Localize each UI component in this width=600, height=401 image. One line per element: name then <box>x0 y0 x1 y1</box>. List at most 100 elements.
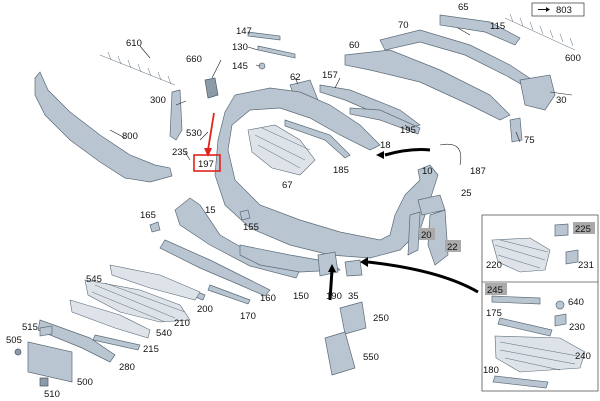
label-600: 600 <box>565 53 581 64</box>
label-130: 130 <box>232 42 248 53</box>
label-187: 187 <box>470 166 486 177</box>
part-660-sensor <box>204 77 219 99</box>
label-18: 18 <box>380 140 391 151</box>
part-540-grille <box>69 299 151 339</box>
part-67-grille-opening <box>247 124 316 176</box>
label-65: 65 <box>458 2 469 13</box>
part-187-wire <box>439 143 462 166</box>
label-195: 195 <box>400 125 416 136</box>
label-610: 610 <box>126 38 142 49</box>
part-185-bar <box>284 119 351 159</box>
label-803: 803 <box>556 5 572 16</box>
part-250-insert <box>339 301 367 335</box>
part-labels: 610 660 147 130 145 70 65 115 600 60 300… <box>6 2 594 400</box>
pointer-arrow-190 <box>328 269 334 301</box>
label-155: 155 <box>243 222 259 233</box>
label-660: 660 <box>186 54 202 65</box>
part-165-clip <box>149 221 161 233</box>
label-160: 160 <box>260 293 276 304</box>
inset-detail-box <box>481 214 599 392</box>
label-170: 170 <box>240 311 256 322</box>
part-30-bracket <box>519 74 556 111</box>
highlight-box-197 <box>193 154 221 172</box>
label-231: 231 <box>578 260 594 271</box>
part-10-bumper-cover <box>214 87 439 259</box>
label-180: 180 <box>483 365 499 376</box>
label-640: 640 <box>568 297 584 308</box>
part-800-side-trim <box>34 71 173 183</box>
label-515: 515 <box>22 322 38 333</box>
label-165: 165 <box>140 210 156 221</box>
label-115: 115 <box>490 21 505 32</box>
label-230: 230 <box>569 322 585 333</box>
label-530: 530 <box>186 128 202 139</box>
part-550-trim <box>324 331 356 376</box>
part-610-bracket <box>99 51 176 86</box>
shade-245 <box>485 283 507 295</box>
label-190: 190 <box>326 291 342 302</box>
part-180-strip <box>492 375 549 389</box>
part-130-strip <box>257 45 296 59</box>
part-510-screw <box>39 377 49 387</box>
part-220-grille <box>491 237 551 273</box>
label-157: 157 <box>322 70 338 81</box>
part-60-absorber <box>344 49 511 121</box>
part-147-clip <box>247 31 281 41</box>
part-640-sensor <box>555 300 565 310</box>
label-70: 70 <box>398 20 409 31</box>
part-35-clip <box>344 259 363 277</box>
part-515-bracket <box>39 325 53 337</box>
label-145: 145 <box>232 61 248 72</box>
highlight-arrow <box>207 112 215 151</box>
label-550: 550 <box>363 352 379 363</box>
label-60: 60 <box>349 40 360 51</box>
reference-arrow-803[interactable]: 803 <box>531 2 585 17</box>
label-185: 185 <box>333 165 349 176</box>
label-220: 220 <box>486 260 502 271</box>
label-215: 215 <box>143 344 159 355</box>
label-500: 500 <box>77 377 93 388</box>
label-197: 197 <box>198 159 214 170</box>
label-245: 245 <box>487 285 503 296</box>
label-200: 200 <box>197 304 213 315</box>
label-235: 235 <box>172 147 188 158</box>
part-545-grille <box>84 279 191 323</box>
label-510: 510 <box>44 389 60 400</box>
label-75: 75 <box>524 135 535 146</box>
shade-225 <box>573 222 595 234</box>
label-35: 35 <box>348 291 359 302</box>
label-25: 25 <box>461 188 472 199</box>
label-250: 250 <box>373 313 389 324</box>
part-75-bracket <box>509 117 523 143</box>
part-225-clip <box>554 223 569 237</box>
part-210-grille <box>109 264 201 301</box>
part-230-clip <box>554 313 567 327</box>
shade-22 <box>445 240 461 252</box>
part-600-bracket <box>504 13 576 51</box>
shade-20 <box>419 228 435 240</box>
label-175: 175 <box>486 308 502 319</box>
label-67: 67 <box>282 180 293 191</box>
part-160-lower-trim <box>159 239 271 297</box>
part-215-strip <box>92 334 141 351</box>
part-505-screw <box>14 348 22 356</box>
part-245-bracket <box>491 295 541 305</box>
part-500-license-plate <box>27 341 73 383</box>
part-280-lower-bar <box>37 319 116 363</box>
label-15: 15 <box>205 205 216 216</box>
label-280: 280 <box>119 362 135 373</box>
part-20-trim <box>407 211 421 256</box>
label-300: 300 <box>150 95 166 106</box>
label-225: 225 <box>575 224 591 235</box>
part-300-bracket <box>169 89 183 141</box>
part-175-strip <box>497 317 553 337</box>
label-20: 20 <box>421 230 432 241</box>
label-10: 10 <box>422 166 433 177</box>
part-195-strip <box>349 107 421 135</box>
pointer-arrow-inset <box>367 260 479 294</box>
part-155-clip <box>239 209 251 221</box>
label-210: 210 <box>174 318 190 329</box>
label-147: 147 <box>236 26 252 37</box>
